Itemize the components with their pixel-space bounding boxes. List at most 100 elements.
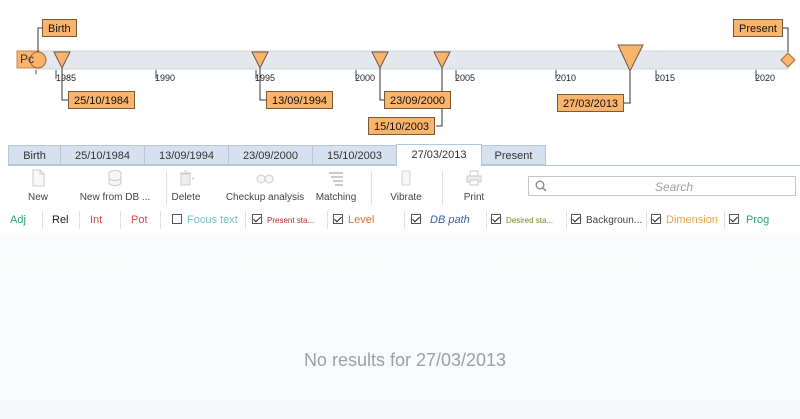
event-marker-1984[interactable] [53,51,71,70]
filter-rel[interactable]: Rel [52,214,69,226]
filter-separator [120,211,121,229]
new-from-db-button[interactable]: New from DB ... [70,167,160,207]
toolbar-separator [371,171,372,205]
tab-25-10-1984[interactable]: 25/10/1984 [60,145,144,165]
prog-label: Prog [746,214,770,226]
new-button-label: New [27,192,48,203]
vibrate-icon [401,170,411,186]
checkup-analysis-label: Checkup analysis [225,192,305,203]
desired-state-label: Desired sta... [506,216,554,225]
print-button[interactable]: Print [456,167,492,207]
event-callout[interactable]: 25/10/1984 [68,91,136,109]
no-results-message: No results for 27/03/2013 [303,350,507,370]
new-document-icon [32,169,45,187]
filter-separator [566,211,567,229]
search-input[interactable] [553,178,795,196]
tab-23-09-2000[interactable]: 23/09/2000 [228,145,312,165]
new-button[interactable]: New [20,167,56,207]
present-marker[interactable] [780,52,796,68]
delete-button[interactable]: Delete [166,167,206,207]
tab-15-10-2003[interactable]: 15/10/2003 [312,145,396,165]
birth-callout[interactable]: Birth [42,19,77,37]
checkup-analysis-button[interactable]: Checkup analysis [226,167,304,207]
tab-27-03-2013[interactable]: 27/03/2013 [396,144,482,166]
print-label: Print [463,192,485,203]
year-label: 2020 [755,73,776,83]
filter-separator [486,211,487,229]
year-label: 1990 [155,73,176,83]
db-path-checkbox[interactable] [411,214,421,225]
year-label: 2010 [556,73,577,83]
event-callout-selected[interactable]: 27/03/2013 [557,94,625,112]
filter-adj[interactable]: Adj [10,214,26,226]
timeline-canvas [16,27,796,127]
focus-text-label: Focus text [187,214,238,226]
tab-birth[interactable]: Birth [8,145,60,165]
prog-checkbox[interactable] [729,214,739,225]
date-tabs: Birth 25/10/1984 13/09/1994 23/09/2000 1… [8,144,546,166]
dimension-checkbox[interactable] [651,214,661,225]
year-label: 1995 [255,73,276,83]
new-from-db-label: New from DB ... [79,192,151,203]
timeline-track [35,50,789,70]
leader-lines [37,27,789,127]
year-label: 2000 [355,73,376,83]
filter-desired-state[interactable]: Desired sta... [491,209,553,231]
filter-separator [724,211,725,229]
level-checkbox[interactable] [333,214,343,225]
background-checkbox[interactable] [571,214,581,225]
filter-separator [79,211,80,229]
focus-text-checkbox[interactable] [172,214,182,225]
filter-separator [42,211,43,229]
tab-13-09-1994[interactable]: 13/09/1994 [144,145,228,165]
database-icon [108,170,122,187]
filter-db-path[interactable]: DB path [411,209,470,231]
search-box[interactable] [528,176,796,196]
matching-button[interactable]: Matching [314,167,358,207]
binoculars-icon [256,174,274,184]
event-marker-2000[interactable] [371,51,389,70]
filter-int[interactable]: Int [90,214,103,226]
filter-separator [404,211,405,229]
tabs-baseline [8,165,396,166]
filter-separator [160,211,161,229]
toolbar: New New from DB ... Delete Checkup analy… [0,167,800,207]
toolbar-separator [442,171,443,205]
event-marker-1994[interactable] [251,51,269,70]
matching-label: Matching [315,192,357,203]
tabs-baseline [482,165,800,166]
filter-separator [327,211,328,229]
filter-bar: Adj Rel Int Pot Focus text Present sta..… [0,209,800,231]
vibrate-label: Vibrate [390,192,422,203]
desired-state-checkbox[interactable] [491,214,501,225]
event-callout[interactable]: 13/09/1994 [266,91,334,109]
filter-separator [646,211,647,229]
event-marker-2013-selected[interactable] [617,44,644,73]
timeline: Pc 1985 1990 1995 2000 2005 2010 2015 20… [0,0,800,143]
present-callout[interactable]: Present [733,19,783,37]
search-icon [535,180,547,192]
delete-button-label: Delete [171,192,201,203]
filter-pot[interactable]: Pot [131,214,148,226]
filter-focus-text[interactable]: Focus text [172,209,238,231]
results-area [0,234,800,419]
present-state-checkbox[interactable] [252,214,262,225]
matching-icon [329,172,343,186]
filter-present-state[interactable]: Present sta... [252,209,314,231]
filter-dimension[interactable]: Dimension [651,209,718,231]
year-label: 2015 [655,73,676,83]
filter-prog[interactable]: Prog [729,209,769,231]
vibrate-button[interactable]: Vibrate [384,167,428,207]
filter-level[interactable]: Level [333,209,374,231]
event-callout[interactable]: 15/10/2003 [368,117,436,135]
db-path-label: DB path [430,214,470,226]
event-marker-2003[interactable] [433,51,451,70]
filter-background[interactable]: Backgroun... [571,209,642,231]
year-label: 1985 [56,73,77,83]
timeline-start-button-label[interactable]: Pc [20,52,35,66]
event-callout[interactable]: 23/09/2000 [384,91,452,109]
tab-present[interactable]: Present [482,145,546,165]
year-label: 2005 [455,73,476,83]
printer-icon [466,170,482,186]
level-label: Level [348,214,375,226]
